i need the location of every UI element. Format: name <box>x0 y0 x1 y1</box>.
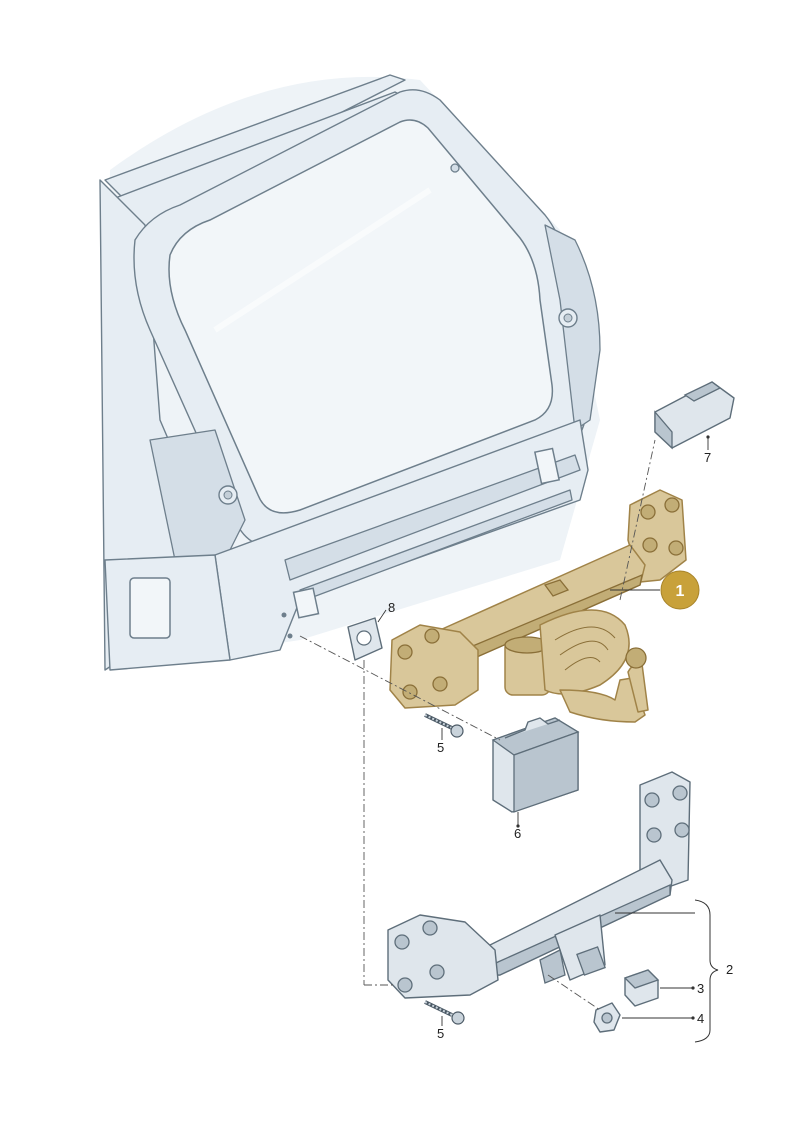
callout-labels: 1 2 3 4 5 5 6 7 8 <box>388 450 733 1041</box>
part-7-cover <box>654 381 735 450</box>
callout-8-label: 8 <box>388 600 395 615</box>
callout-7-label: 7 <box>704 450 711 465</box>
part-3-cap <box>623 969 695 1007</box>
callout-1-badge <box>660 570 700 610</box>
assembly-lines <box>299 439 656 1011</box>
part-2-brace <box>694 899 719 1043</box>
callout-1-label: 1 <box>676 583 685 600</box>
part-6-control-module <box>491 717 580 828</box>
part-1-towbar-assembly <box>389 489 687 723</box>
part-2-towbar-fixed <box>387 771 695 999</box>
callout-6-label: 6 <box>514 826 521 841</box>
callout-3-label: 3 <box>697 981 704 996</box>
part-8-gasket <box>347 609 387 661</box>
callout-5-upper-label: 5 <box>437 740 444 755</box>
rear-window-glass <box>168 119 554 514</box>
callout-2-label: 2 <box>726 962 733 977</box>
part-5-bolt-upper <box>424 713 464 740</box>
vehicle-rear-body <box>99 74 601 671</box>
callout-4-label: 4 <box>697 1011 704 1026</box>
part-4-pin <box>593 1002 695 1033</box>
callout-5-lower-label: 5 <box>437 1026 444 1041</box>
part-5-bolt-lower <box>424 1000 465 1026</box>
